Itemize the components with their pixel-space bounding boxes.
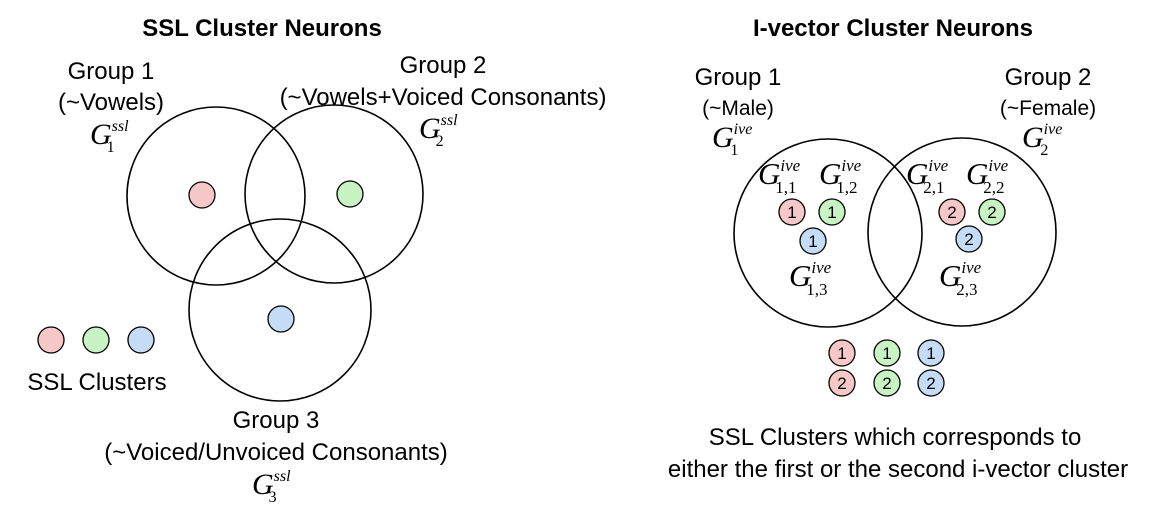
ive-legend-dot-red-1: 1 — [828, 339, 856, 367]
ive-group2-circle — [867, 137, 1057, 327]
ive-group1-circle — [733, 138, 923, 328]
ive-dot-g2-red: 2 — [938, 198, 966, 226]
ssl-cluster-dot-green — [336, 180, 364, 208]
ssl-legend-dot-red — [37, 326, 65, 354]
ive-title: I-vector Cluster Neurons — [753, 15, 1033, 42]
ssl-legend-dot-green — [82, 326, 110, 354]
ive-dot-g2-blue: 2 — [955, 225, 983, 253]
ssl-title: SSL Cluster Neurons — [142, 15, 382, 42]
ssl-group1-desc: (~Vowels) — [58, 89, 164, 116]
ssl-cluster-dot-blue — [267, 305, 295, 333]
svg-text:2: 2 — [987, 203, 996, 222]
ive-legend-dot-green-2: 2 — [873, 369, 901, 397]
ssl-legend-dot-blue — [127, 326, 155, 354]
svg-text:1: 1 — [787, 203, 796, 222]
ive-legend-dot-red-2: 2 — [828, 369, 856, 397]
ssl-cluster-dot-red — [188, 181, 216, 209]
ssl-group2-name: Group 2 — [400, 52, 487, 79]
ive-legend-dot-blue-2: 2 — [917, 369, 945, 397]
ive-caption-line2: either the first or the second i-vector … — [668, 456, 1128, 483]
ssl-group3-name: Group 3 — [233, 407, 320, 434]
ive-dot-g1-green: 1 — [818, 198, 846, 226]
svg-text:1: 1 — [837, 344, 846, 363]
ssl-group3-desc: (~Voiced/Unvoiced Consonants) — [104, 439, 448, 466]
svg-text:2: 2 — [964, 230, 973, 249]
ive-group1-name: Group 1 — [695, 64, 782, 91]
ive-group2-desc: (~Female) — [1000, 97, 1096, 120]
ive-dot-g1-red: 1 — [778, 198, 806, 226]
ssl-group1-name: Group 1 — [68, 58, 155, 85]
ssl-legend-label: SSL Clusters — [27, 369, 166, 396]
ive-legend-dot-green-1: 1 — [873, 339, 901, 367]
svg-text:1: 1 — [882, 344, 891, 363]
ive-legend-dot-blue-1: 1 — [917, 339, 945, 367]
svg-text:2: 2 — [947, 203, 956, 222]
svg-text:1: 1 — [808, 232, 817, 251]
ssl-group2-circle — [244, 104, 424, 284]
ssl-group1-circle — [126, 106, 306, 286]
svg-text:1: 1 — [926, 344, 935, 363]
ive-caption-line1: SSL Clusters which corresponds to — [709, 424, 1082, 451]
ive-group2-name: Group 2 — [1005, 64, 1092, 91]
svg-text:1: 1 — [827, 203, 836, 222]
svg-text:2: 2 — [837, 374, 846, 393]
svg-text:2: 2 — [926, 374, 935, 393]
ssl-group2-desc: (~Vowels+Voiced Consonants) — [280, 84, 607, 111]
ive-group1-desc: (~Male) — [702, 97, 774, 120]
ssl-group3-circle — [188, 218, 372, 402]
ive-dot-g1-blue: 1 — [799, 227, 827, 255]
ive-dot-g2-green: 2 — [978, 198, 1006, 226]
svg-text:2: 2 — [882, 374, 891, 393]
